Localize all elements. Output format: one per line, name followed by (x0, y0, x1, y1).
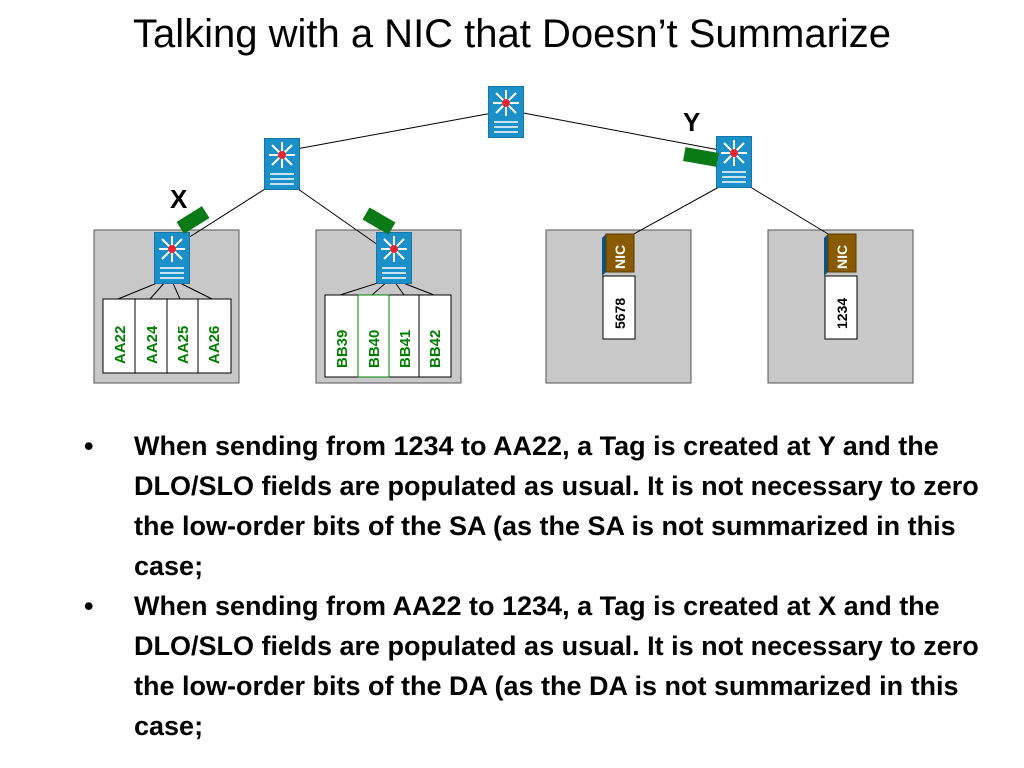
nic-icon (605, 233, 635, 273)
network-diagram: X Y AA22 AA24 AA25 AA26 BB39 BB40 BB41 B… (93, 86, 914, 384)
link-left-bb (287, 181, 389, 253)
port-label: BB41 (397, 330, 414, 368)
bullet-text: When sending from 1234 to AA22, a Tag is… (134, 431, 979, 581)
tag-bb (362, 207, 396, 235)
switch-icon (488, 86, 524, 138)
port-label: AA26 (206, 326, 223, 364)
nic-address: 1234 (834, 298, 850, 329)
port-group-aa: AA22 AA24 AA25 AA26 (102, 298, 232, 374)
port-label: AA22 (112, 326, 129, 364)
nic-1234: NIC 1234 (824, 233, 858, 340)
port-label: AA24 (144, 325, 161, 364)
bullet-item: • When sending from AA22 to 1234, a Tag … (78, 586, 1008, 746)
nic-5678: NIC 5678 (602, 233, 636, 340)
port-label: BB40 (366, 330, 383, 368)
slide-title: Talking with a NIC that Doesn’t Summariz… (132, 12, 892, 56)
switch-icon (264, 138, 300, 190)
link-aa-1 (117, 280, 163, 300)
link-root-left (279, 111, 499, 153)
link-aa-3 (171, 280, 181, 300)
link-aa-2 (149, 280, 167, 300)
bullet-dot-icon: • (84, 431, 94, 461)
tag-y (683, 147, 719, 167)
marker-x: X (170, 184, 188, 214)
port-label: BB39 (334, 330, 351, 368)
switch-icon (154, 232, 190, 284)
marker-y: Y (683, 107, 700, 137)
nic-label: NIC (612, 245, 628, 269)
bullet-item: • When sending from 1234 to AA22, a Tag … (78, 426, 1008, 586)
nic-icon (827, 233, 857, 273)
port-group-bb: BB39 BB40 BB41 BB42 (324, 294, 452, 378)
switch-icon (716, 136, 752, 188)
bullet-text: When sending from AA22 to 1234, a Tag is… (134, 591, 979, 741)
port-label: AA25 (175, 326, 192, 364)
link-root-right (517, 111, 731, 153)
nic-label: NIC (834, 245, 850, 269)
tag-x (176, 206, 210, 234)
bullet-list: • When sending from 1234 to AA22, a Tag … (78, 426, 1008, 746)
bullet-dot-icon: • (84, 591, 94, 621)
port-label: BB42 (427, 330, 444, 368)
link-aa-4 (175, 280, 213, 300)
switch-icon (376, 232, 412, 284)
nic-address: 5678 (612, 298, 628, 329)
